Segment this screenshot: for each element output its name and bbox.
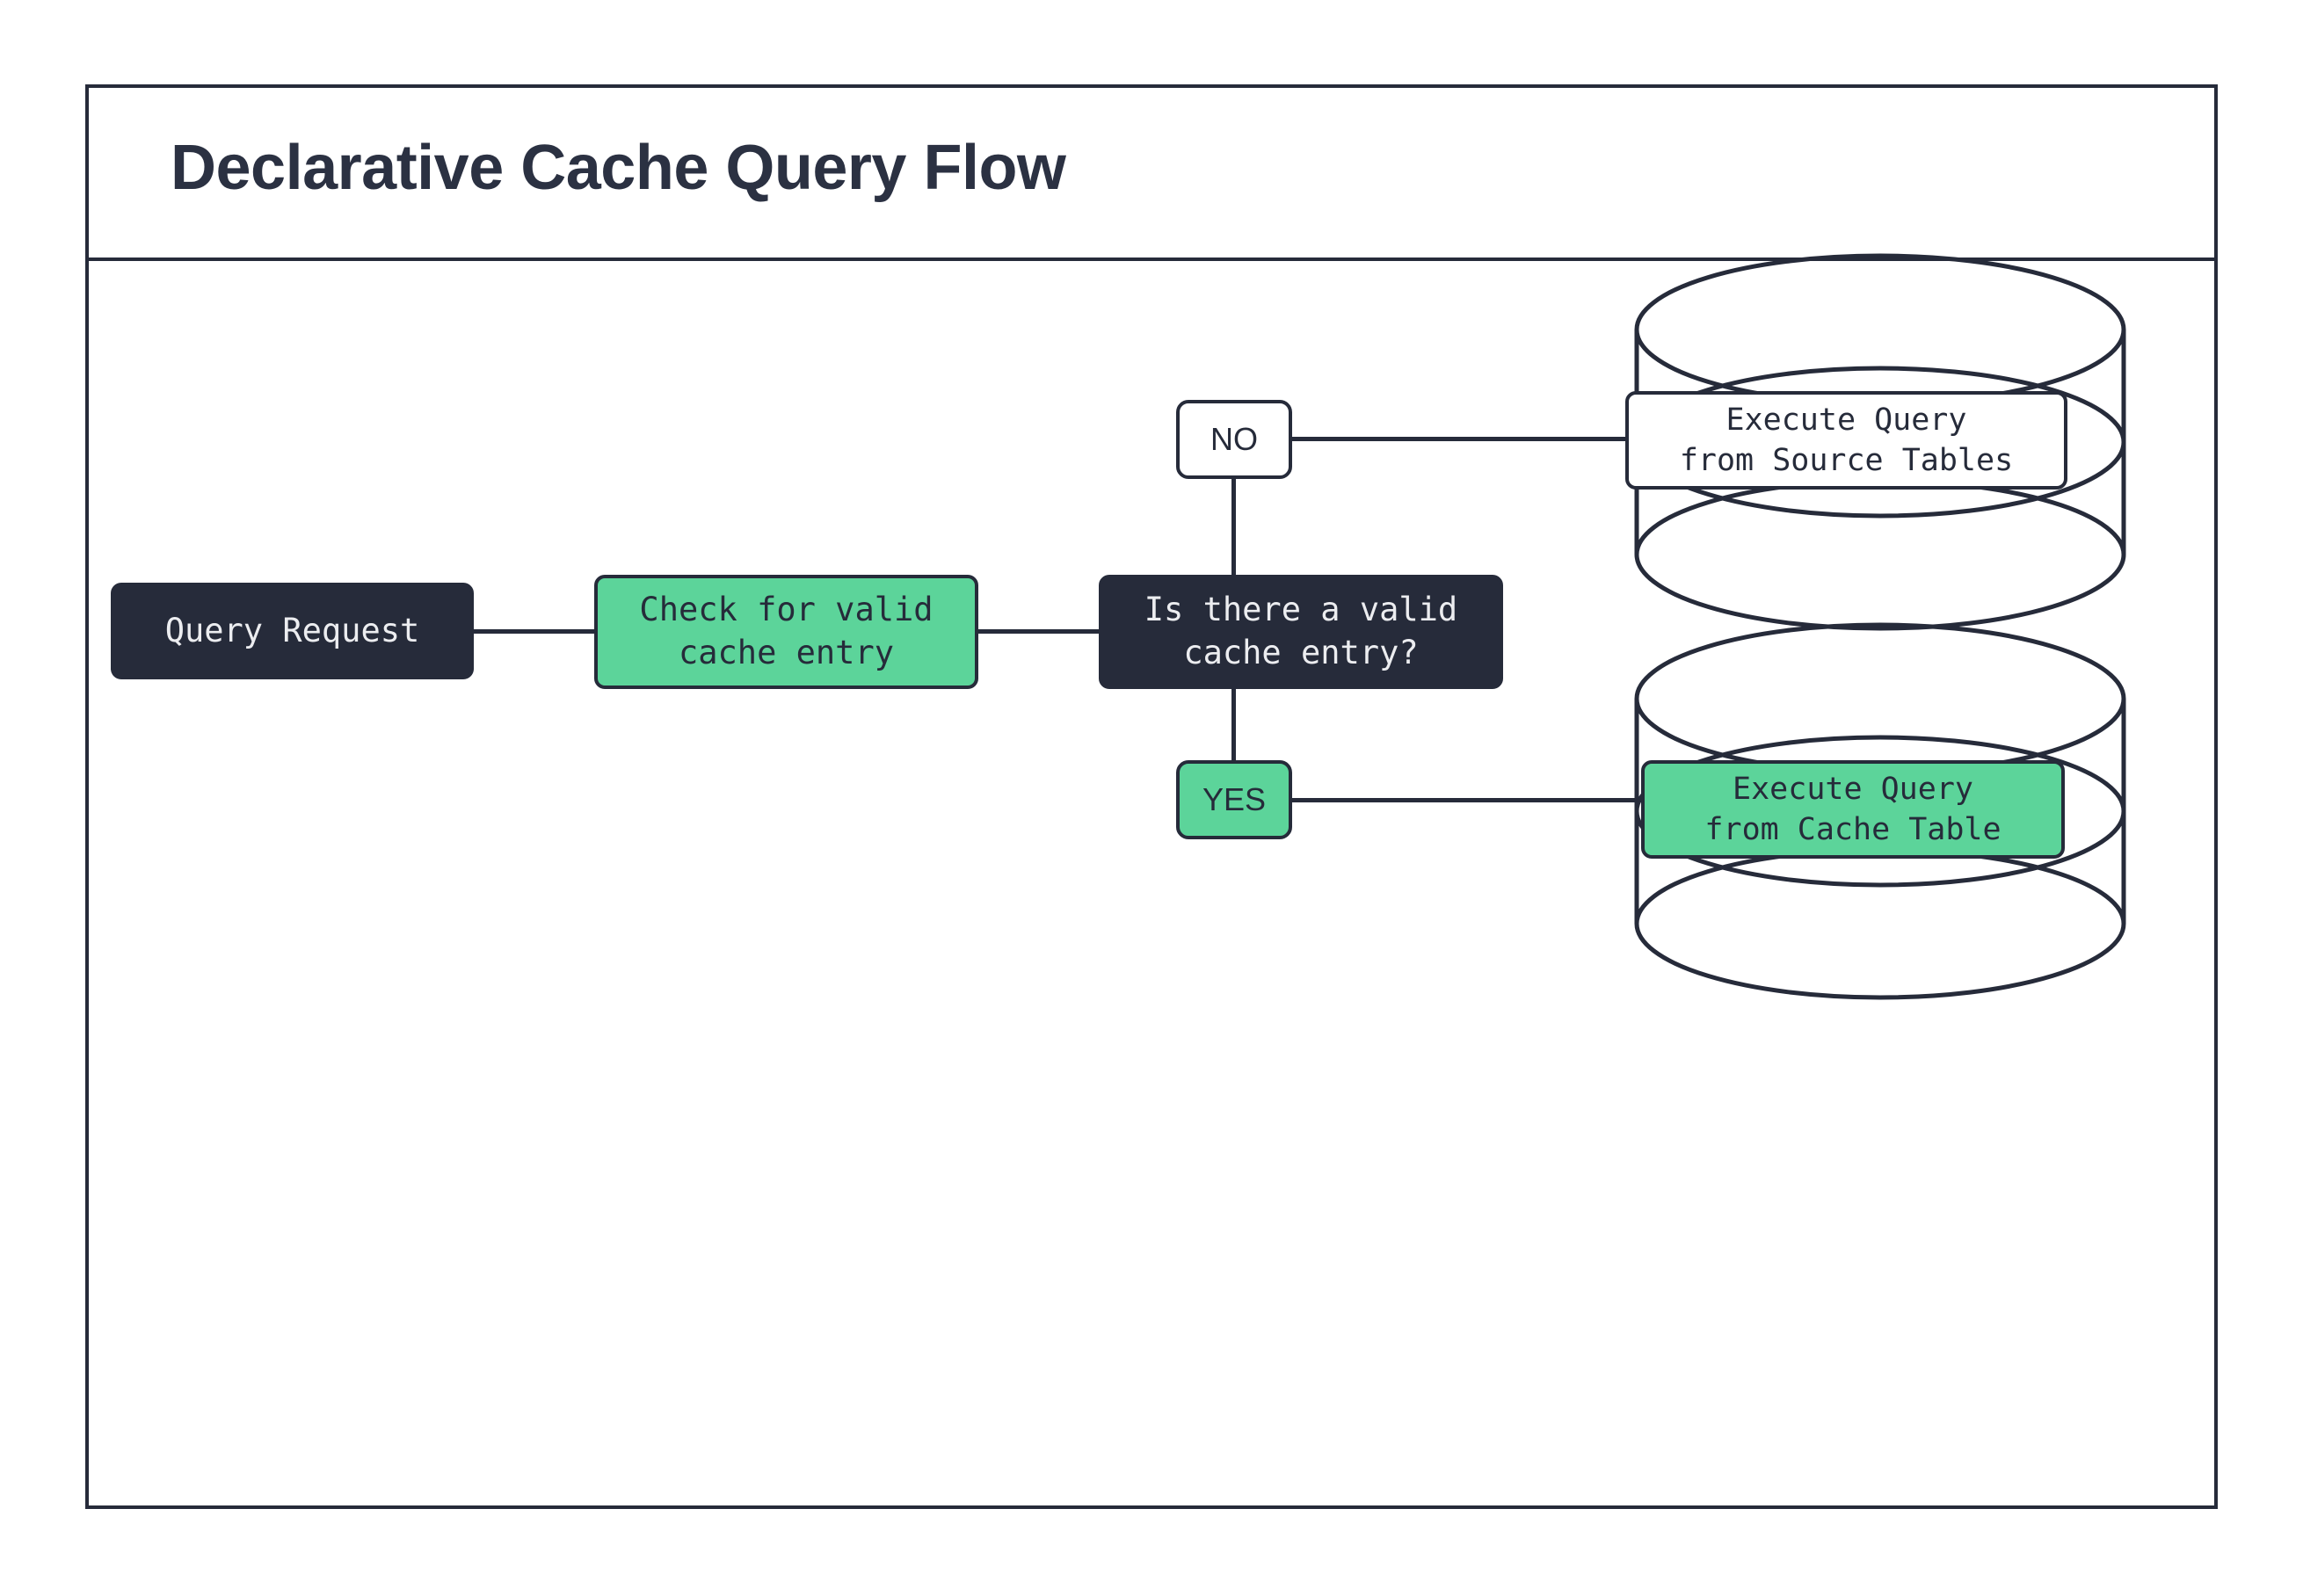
title-bar: Declarative Cache Query Flow (89, 88, 2214, 261)
node-query-request[interactable]: Query Request (111, 583, 474, 679)
edge-check-cache-to-decision (978, 629, 1101, 634)
diagram-frame: Declarative Cache Query Flow (85, 84, 2218, 1509)
node-execute-query-from-source-tables[interactable]: Execute Query from Source Tables (1625, 391, 2067, 490)
edge-no-label-to-source-database (1292, 437, 1641, 441)
edge-yes-label-to-cache-database (1292, 798, 1641, 802)
page-title: Declarative Cache Query Flow (171, 133, 1066, 203)
branch-label-no[interactable]: NO (1176, 400, 1292, 479)
node-check-for-valid-cache-entry[interactable]: Check for valid cache entry (594, 575, 978, 689)
node-is-there-a-valid-cache-entry[interactable]: Is there a valid cache entry? (1099, 575, 1503, 689)
node-execute-query-from-cache-table[interactable]: Execute Query from Cache Table (1641, 760, 2065, 859)
diagram-canvas: Query Request Check for valid cache entr… (89, 253, 2214, 1509)
edge-query-request-to-check-cache (474, 629, 596, 634)
branch-label-yes[interactable]: YES (1176, 760, 1292, 839)
edge-decision-to-no-label (1231, 479, 1236, 577)
edge-decision-to-yes-label (1231, 687, 1236, 762)
